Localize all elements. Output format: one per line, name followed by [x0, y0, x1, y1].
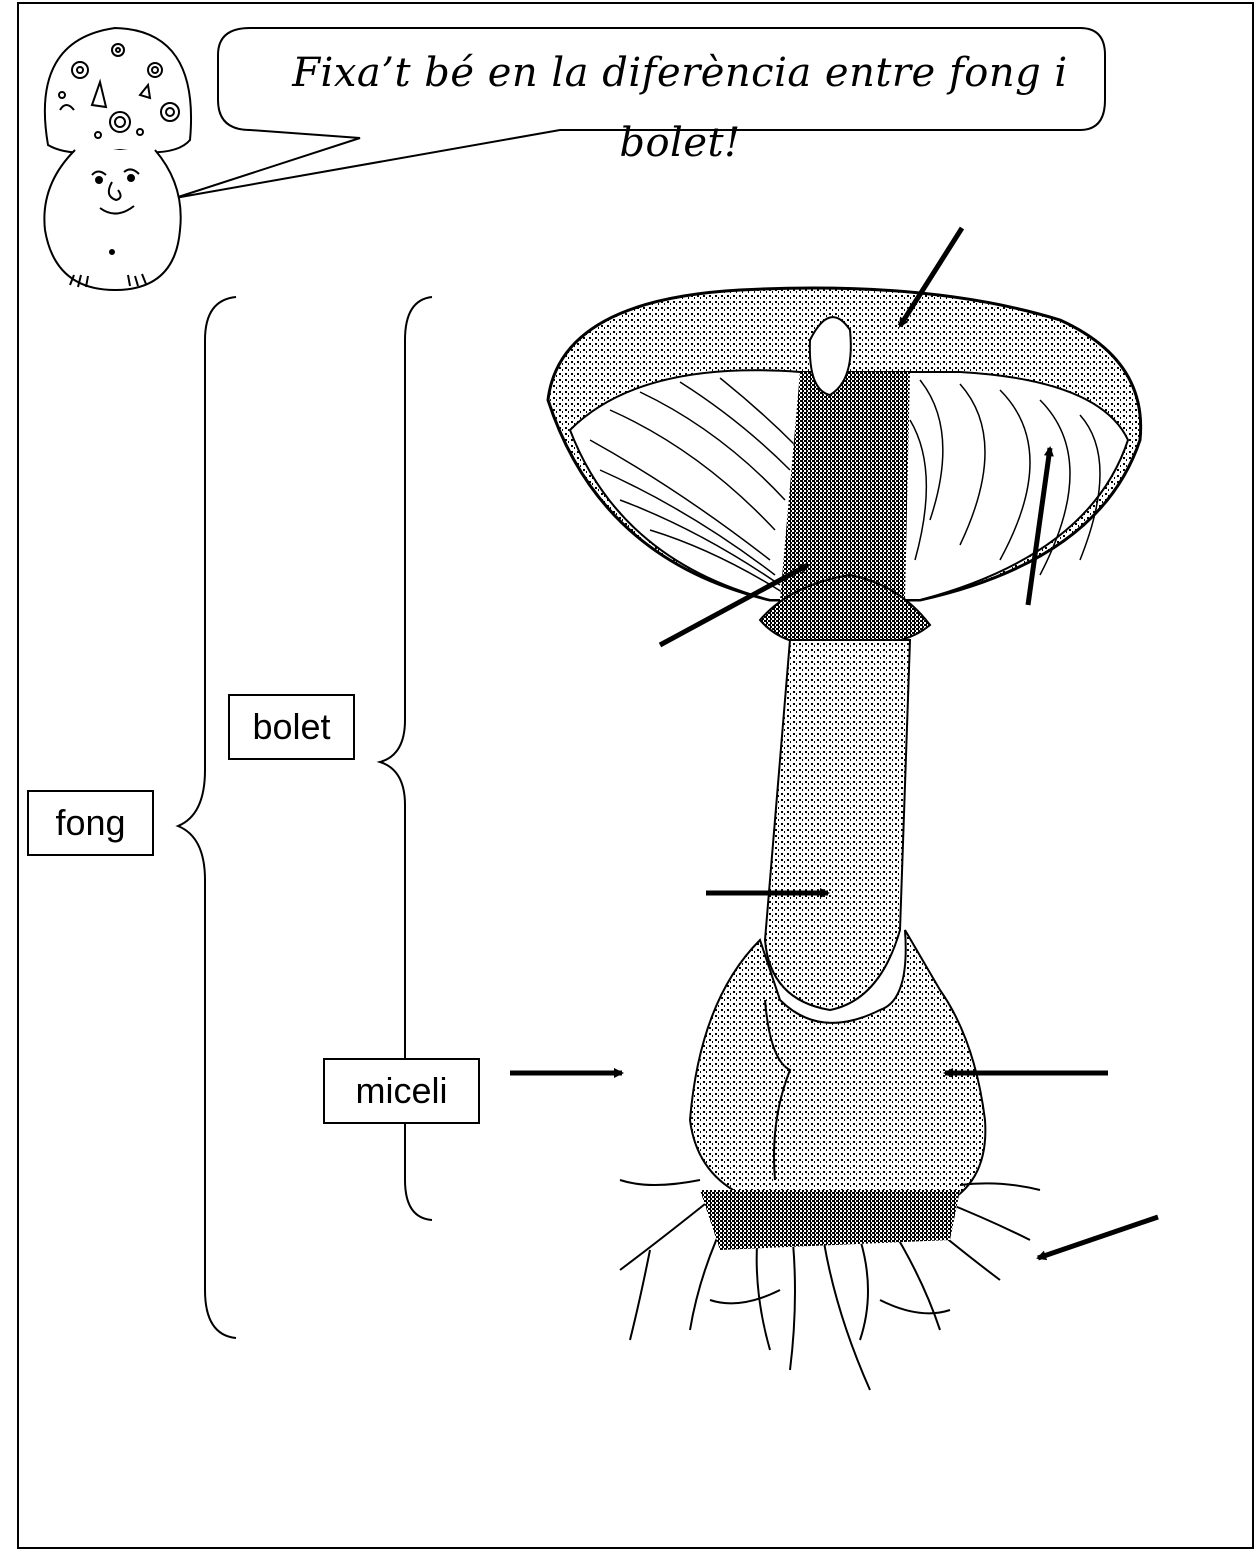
mushroom-character-icon — [44, 28, 191, 290]
label-miceli: miceli — [323, 1058, 480, 1124]
label-miceli-text: miceli — [355, 1070, 447, 1112]
speech-bubble-text: Fixa’t bé en la diferència entre fong i … — [280, 38, 1080, 108]
fong-brace — [178, 297, 236, 1338]
label-fong-text: fong — [55, 802, 125, 844]
label-bolet: bolet — [228, 694, 355, 760]
label-fong: fong — [27, 790, 154, 856]
label-bolet-text: bolet — [252, 706, 330, 748]
arrow-icon — [1038, 1217, 1158, 1258]
